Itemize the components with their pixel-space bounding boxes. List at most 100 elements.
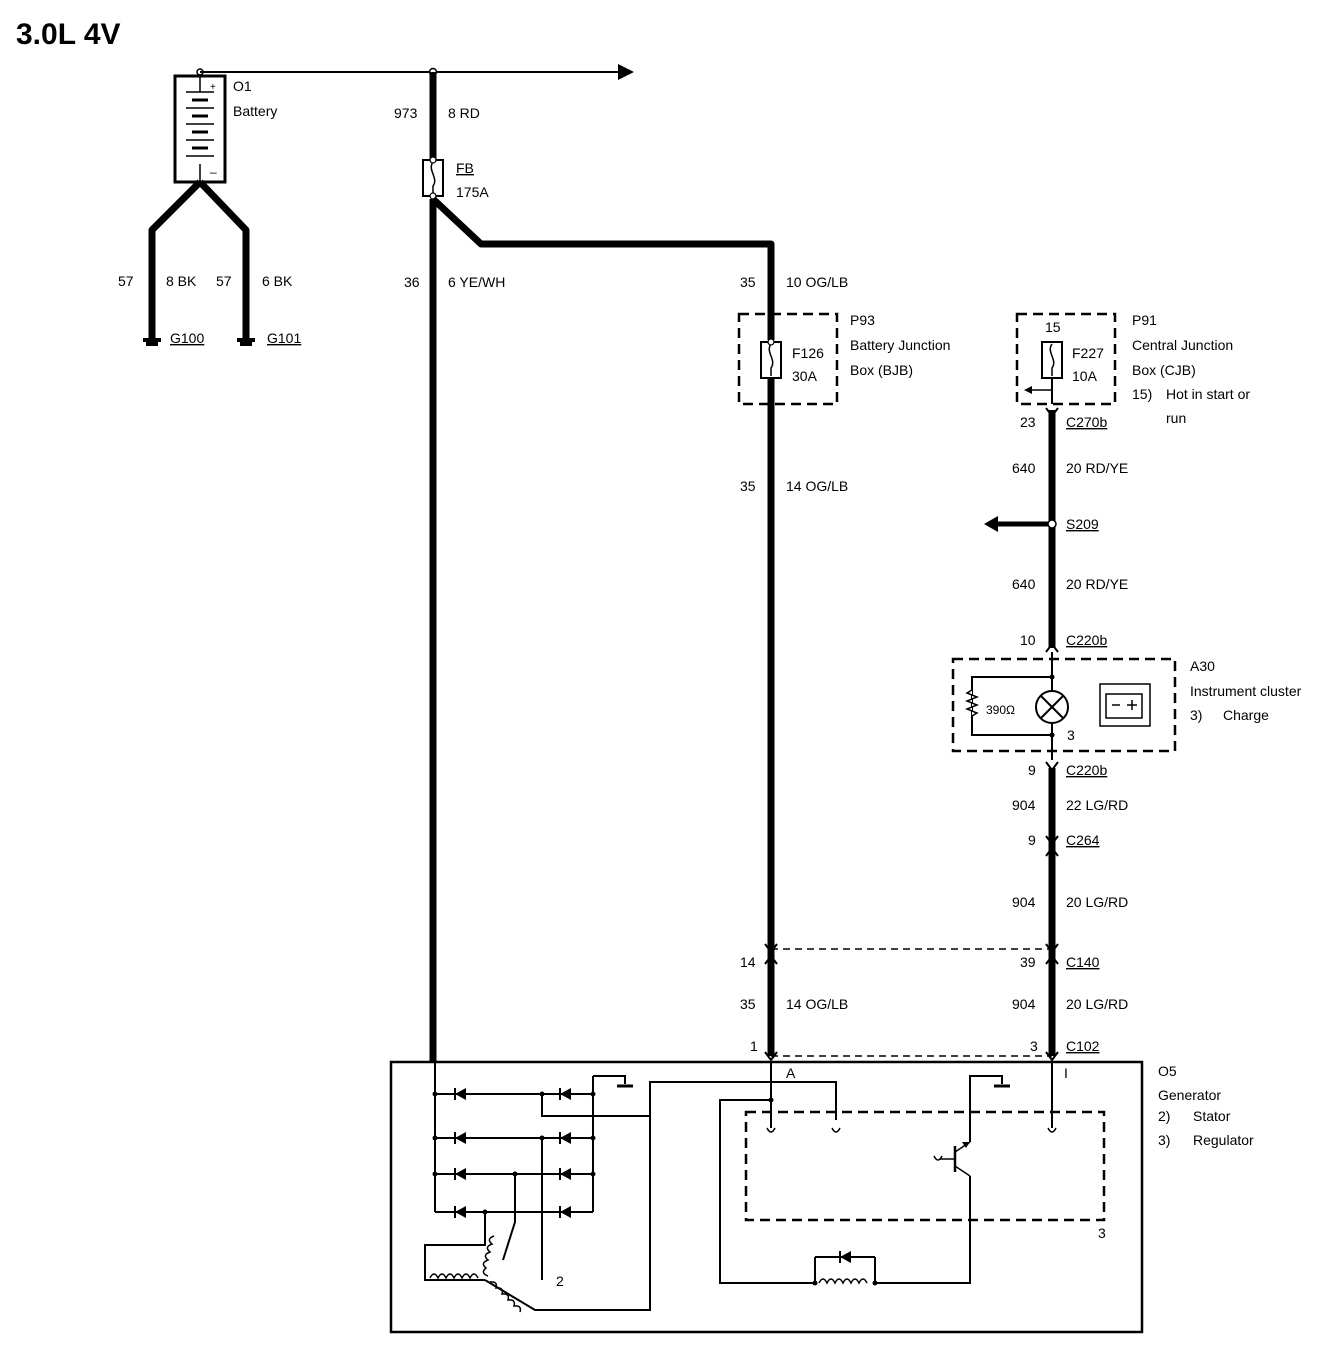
terminal-a: A	[786, 1065, 796, 1081]
connector-label: C220b	[1066, 762, 1107, 778]
connector-pin: 39	[1020, 954, 1036, 970]
diode-icon	[559, 1088, 571, 1100]
generator-note-number: 2)	[1158, 1108, 1170, 1124]
fuse-icon	[760, 338, 782, 379]
connector-icon	[1045, 943, 1059, 954]
junction-dot	[1049, 732, 1055, 738]
wire-35-bjb-in	[430, 196, 775, 340]
lamp-icon	[1035, 690, 1069, 724]
ground-wire-1	[148, 179, 203, 340]
connector-pin: 10	[1020, 632, 1036, 648]
connector-pin: 9	[1028, 762, 1036, 778]
battery-symbol: + –	[173, 68, 227, 184]
wire-circuit: 57	[118, 273, 134, 289]
cjb-box	[1015, 312, 1117, 406]
wire-spec: 20 RD/YE	[1066, 460, 1128, 476]
wire-spec: 6 YE/WH	[448, 274, 505, 290]
regulator-wire	[719, 1099, 815, 1284]
diode-icon	[559, 1132, 571, 1144]
generator-name: Generator	[1158, 1087, 1221, 1103]
regulator-wire	[969, 1075, 1003, 1142]
cjb-pin: 15	[1045, 319, 1061, 335]
field-coil-icon	[812, 1256, 878, 1286]
bjb-name: Box (BJB)	[850, 362, 913, 378]
connector-label: C264	[1066, 832, 1100, 848]
svg-text:–: –	[210, 165, 217, 179]
connector-icon	[764, 943, 778, 954]
cjb-fuse-id: F227	[1072, 345, 1104, 361]
wire-circuit: 35	[740, 996, 756, 1012]
wire-spec: 20 RD/YE	[1066, 576, 1128, 592]
connector-pin: 9	[1028, 832, 1036, 848]
terminal-i: I	[1064, 1065, 1068, 1081]
svg-text:+: +	[210, 82, 216, 93]
page-title: 3.0L 4V	[16, 18, 121, 51]
callout-regulator: 3	[1098, 1225, 1106, 1241]
wire-circuit: 36	[404, 274, 420, 290]
connector-icon	[1045, 1051, 1059, 1062]
generator-note: Regulator	[1193, 1132, 1254, 1148]
wire-spec: 20 LG/RD	[1066, 996, 1128, 1012]
ground-wire-2	[197, 179, 250, 340]
diode-icon	[559, 1206, 571, 1218]
terminal-icon	[831, 1127, 841, 1133]
cluster-note-number: 3)	[1190, 707, 1202, 723]
cjb-fuse-rating: 10A	[1072, 368, 1098, 384]
diode-icon	[454, 1206, 466, 1218]
wire-spec: 20 LG/RD	[1066, 894, 1128, 910]
resistor-icon	[964, 689, 980, 717]
battery-warning-icon	[1099, 683, 1151, 727]
connector-icon	[1045, 846, 1059, 857]
ground-label-g100: G100	[170, 330, 204, 346]
splice-node	[1047, 519, 1057, 529]
bjb-box	[737, 312, 839, 406]
cluster-pin: 3	[1067, 727, 1075, 743]
cjb-name: Box (CJB)	[1132, 362, 1196, 378]
wire-circuit: 640	[1012, 576, 1036, 592]
wire-circuit: 904	[1012, 797, 1036, 813]
connector-label: C140	[1066, 954, 1100, 970]
cjb-note-number: 15)	[1132, 386, 1152, 402]
wire-circuit: 640	[1012, 460, 1036, 476]
regulator-box	[744, 1110, 1106, 1222]
generator-id: O5	[1158, 1063, 1177, 1079]
connector-label: C102	[1066, 1038, 1100, 1054]
wire-spec: 8 RD	[448, 105, 480, 121]
fuse-rating: 175A	[456, 184, 489, 200]
connector-label: C270b	[1066, 414, 1107, 430]
diode-icon	[559, 1168, 571, 1180]
diode-icon	[839, 1251, 851, 1263]
instrument-cluster-box	[951, 657, 1177, 753]
regulator-wire	[875, 1176, 971, 1284]
ground-icon	[143, 338, 161, 346]
wire-spec: 10 OG/LB	[786, 274, 848, 290]
connector-icon	[1045, 835, 1059, 846]
bjb-name: Battery Junction	[850, 337, 950, 353]
wire-circuit: 57	[216, 273, 232, 289]
wire-circuit: 904	[1012, 996, 1036, 1012]
continuation-arrow-icon	[618, 64, 634, 80]
terminal-icon	[1047, 1127, 1057, 1133]
connector-icon	[1045, 642, 1059, 653]
diode-icon	[454, 1168, 466, 1180]
resistor-value: 390Ω	[986, 703, 1015, 717]
transistor-icon	[933, 1141, 971, 1177]
generator-box	[389, 1060, 1144, 1334]
wire-circuit: 904	[1012, 894, 1036, 910]
generator-note: Stator	[1193, 1108, 1231, 1124]
diode-icon	[454, 1132, 466, 1144]
connector-icon	[1045, 407, 1059, 418]
wire-spec: 14 OG/LB	[786, 478, 848, 494]
wire-circuit: 35	[740, 478, 756, 494]
bjb-id: P93	[850, 312, 875, 328]
connector-pin: 14	[740, 954, 756, 970]
bjb-fuse-rating: 30A	[792, 368, 818, 384]
terminal-icon	[766, 1127, 776, 1133]
connector-icon	[764, 954, 778, 965]
wire-circuit: 973	[394, 105, 418, 121]
ground-icon	[237, 338, 255, 346]
wire-spec: 8 BK	[166, 273, 197, 289]
wire-spec: 14 OG/LB	[786, 996, 848, 1012]
connector-icon	[1045, 954, 1059, 965]
rectifier-bridge	[424, 1062, 837, 1311]
